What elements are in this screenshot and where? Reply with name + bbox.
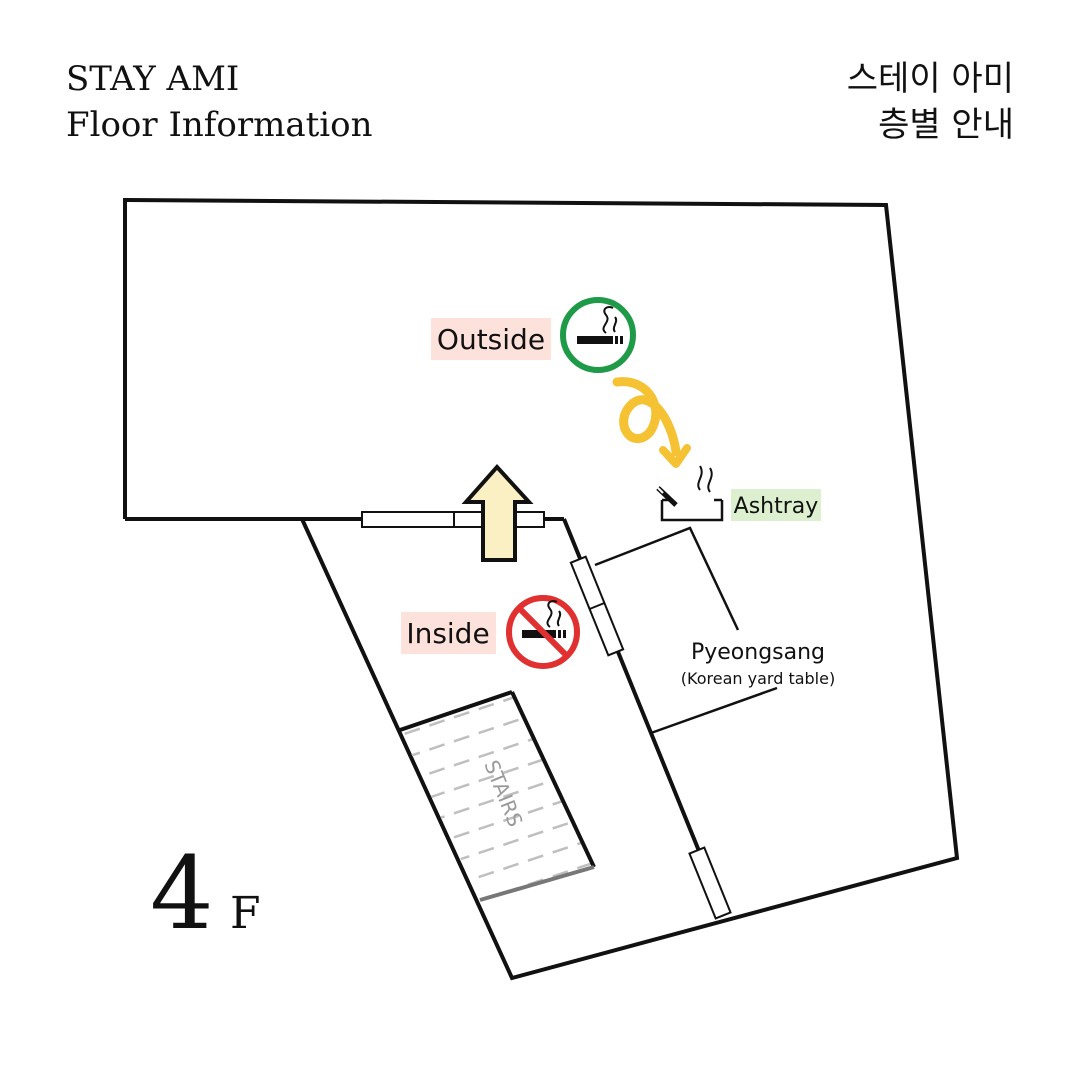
ashtray-label: Ashtray bbox=[734, 494, 819, 519]
outside-label-highlight bbox=[431, 318, 551, 360]
stairs-label: STAIRS bbox=[479, 757, 527, 830]
pyeongsang-table-edge bbox=[650, 686, 778, 735]
pyeongsang-label: Pyeongsang bbox=[691, 640, 825, 665]
title-korean: 스테이 아미 층별 안내 bbox=[847, 56, 1014, 148]
inside-label: Inside bbox=[406, 617, 489, 650]
inside-label-highlight bbox=[401, 612, 496, 654]
floor-number: 4 bbox=[150, 835, 214, 952]
door-diagonal-lower bbox=[688, 846, 732, 920]
title-ko-line-2: 층별 안내 bbox=[878, 105, 1014, 145]
curly-arrow-icon bbox=[612, 377, 691, 468]
door-diagonal-upper bbox=[569, 555, 625, 657]
outside-label: Outside bbox=[437, 323, 545, 356]
title-english: STAY AMI Floor Information bbox=[66, 56, 373, 148]
title-ko-line-1: 스테이 아미 bbox=[846, 59, 1014, 99]
floor-suffix: F bbox=[230, 888, 261, 939]
ashtray-icon bbox=[656, 465, 724, 522]
no-smoking-icon bbox=[506, 595, 580, 669]
outer-wall bbox=[123, 197, 960, 981]
up-arrow-icon bbox=[461, 464, 534, 562]
pyeongsang-table bbox=[594, 526, 740, 631]
pyeongsang-sublabel: (Korean yard table) bbox=[681, 669, 835, 688]
window-left bbox=[361, 511, 455, 528]
title-en-line-1: STAY AMI bbox=[66, 59, 240, 99]
title-en-line-2: Floor Information bbox=[66, 105, 373, 145]
stairs: STAIRS bbox=[399, 690, 596, 902]
ashtray-label-highlight bbox=[731, 489, 821, 521]
smoking-allowed-icon bbox=[560, 297, 636, 373]
